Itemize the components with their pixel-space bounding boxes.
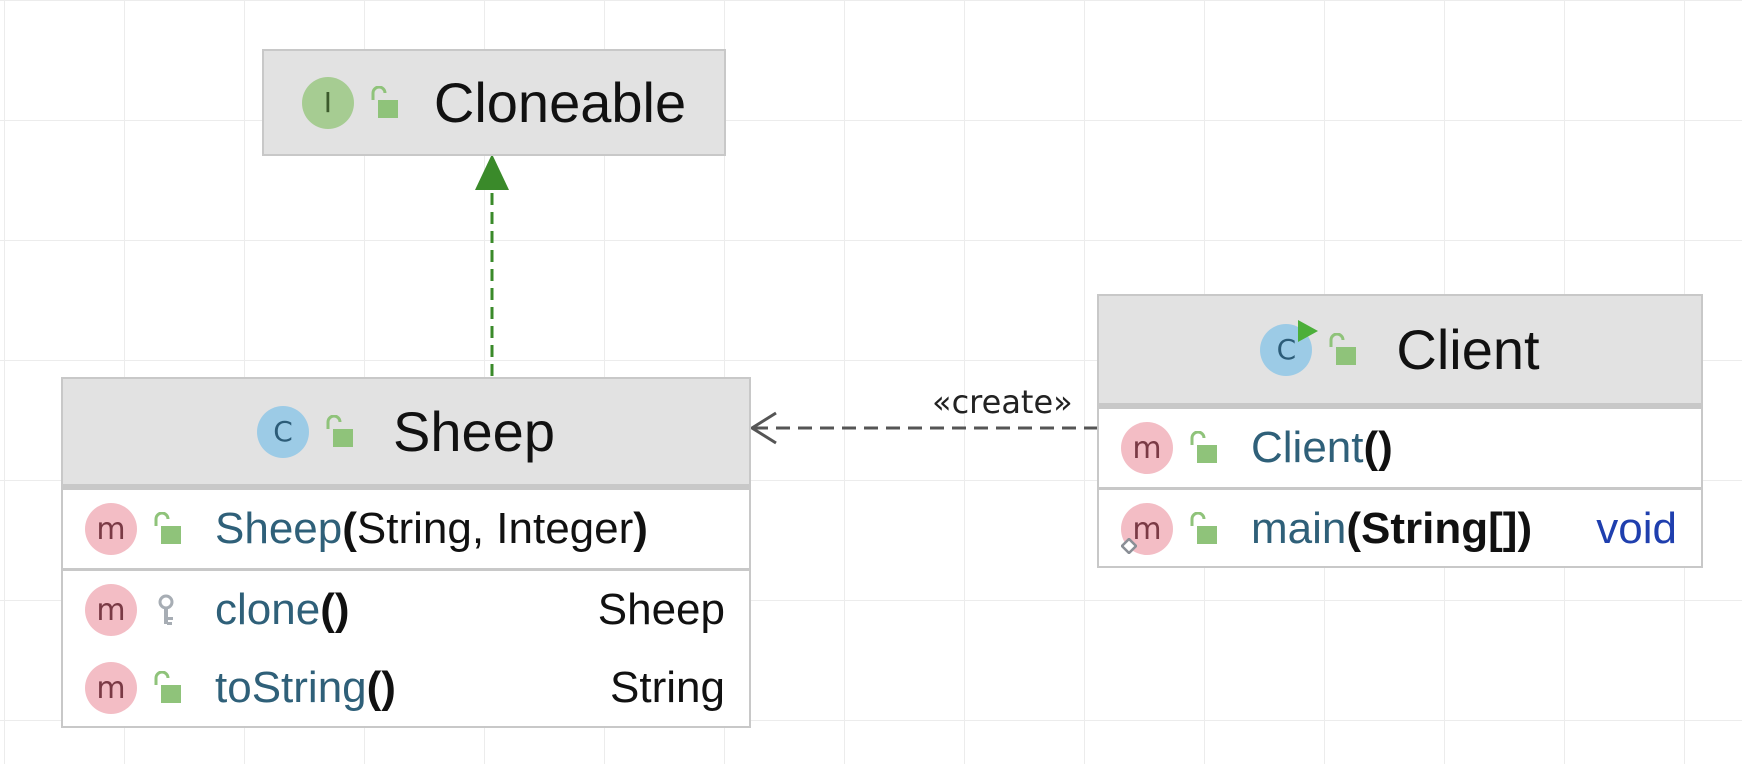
close-paren: )	[1517, 504, 1533, 553]
open-paren: (	[342, 504, 357, 553]
client-constructor-row[interactable]: m Client()	[1099, 409, 1701, 487]
method-params: String[]	[1361, 504, 1518, 553]
return-type: String	[610, 663, 725, 712]
sheep-method-clone-row[interactable]: m clone() Sheep	[63, 571, 749, 649]
sheep-class-node[interactable]: C Sheep m Sheep(String, Integer) m clon	[61, 377, 751, 728]
public-lock-icon	[371, 85, 398, 118]
open-paren: (	[320, 585, 335, 634]
open-paren: (	[1363, 423, 1379, 472]
client-class-node[interactable]: C Client m Client() m	[1097, 294, 1703, 568]
cloneable-title: Cloneable	[433, 71, 687, 134]
public-lock-icon	[154, 512, 181, 544]
public-lock-icon	[1329, 332, 1357, 365]
method-icon: m	[85, 503, 137, 555]
class-icon: C	[257, 405, 310, 458]
public-lock-icon	[154, 671, 181, 703]
client-constructors-section: m Client()	[1099, 406, 1701, 487]
dependency-arrowhead	[749, 411, 777, 445]
run-triangle-icon	[1298, 319, 1319, 342]
sheep-header: C Sheep	[63, 379, 749, 487]
class-kind-letter: C	[1276, 333, 1297, 366]
open-paren: (	[1346, 504, 1362, 553]
sheep-constructors-section: m Sheep(String, Integer)	[63, 487, 749, 568]
protected-key-icon	[158, 594, 174, 625]
return-type: Sheep	[597, 585, 725, 634]
sheep-title: Sheep	[393, 400, 555, 463]
client-methods-section: m main(String[]) void	[1099, 487, 1701, 568]
client-title: Client	[1396, 318, 1540, 381]
sheep-methods-section: m clone() Sheep m toString() String	[63, 568, 749, 727]
cloneable-interface-node[interactable]: I Cloneable	[262, 49, 726, 156]
close-paren: )	[334, 585, 350, 634]
public-lock-icon	[326, 414, 354, 447]
method-icon: m	[85, 662, 137, 714]
constructor-name: Sheep	[215, 504, 343, 553]
method-icon: m	[85, 584, 137, 636]
close-paren: )	[1378, 423, 1393, 472]
realization-arrowhead	[475, 154, 509, 190]
client-header: C Client	[1099, 296, 1701, 406]
method-name: main	[1251, 504, 1347, 553]
dependency-label: «create»	[932, 383, 1073, 421]
public-lock-icon	[1190, 512, 1217, 544]
client-method-main-row[interactable]: m main(String[]) void	[1099, 490, 1701, 568]
runnable-class-icon: C	[1260, 319, 1319, 376]
open-paren: (	[366, 663, 382, 712]
sheep-constructor-row[interactable]: m Sheep(String, Integer)	[63, 490, 749, 568]
public-lock-icon	[1190, 431, 1217, 463]
constructor-params: String, Integer	[356, 504, 634, 553]
static-marker-icon	[1121, 538, 1137, 554]
interface-icon: I	[301, 76, 354, 129]
cloneable-header: I Cloneable	[264, 51, 724, 154]
close-paren: )	[633, 504, 648, 553]
sheep-method-tostring-row[interactable]: m toString() String	[63, 649, 749, 727]
close-paren: )	[381, 663, 396, 712]
method-name: clone	[215, 585, 321, 634]
method-name: toString	[215, 663, 367, 712]
method-icon: m	[1121, 422, 1173, 474]
constructor-name: Client	[1251, 423, 1364, 472]
return-type: void	[1596, 504, 1677, 553]
